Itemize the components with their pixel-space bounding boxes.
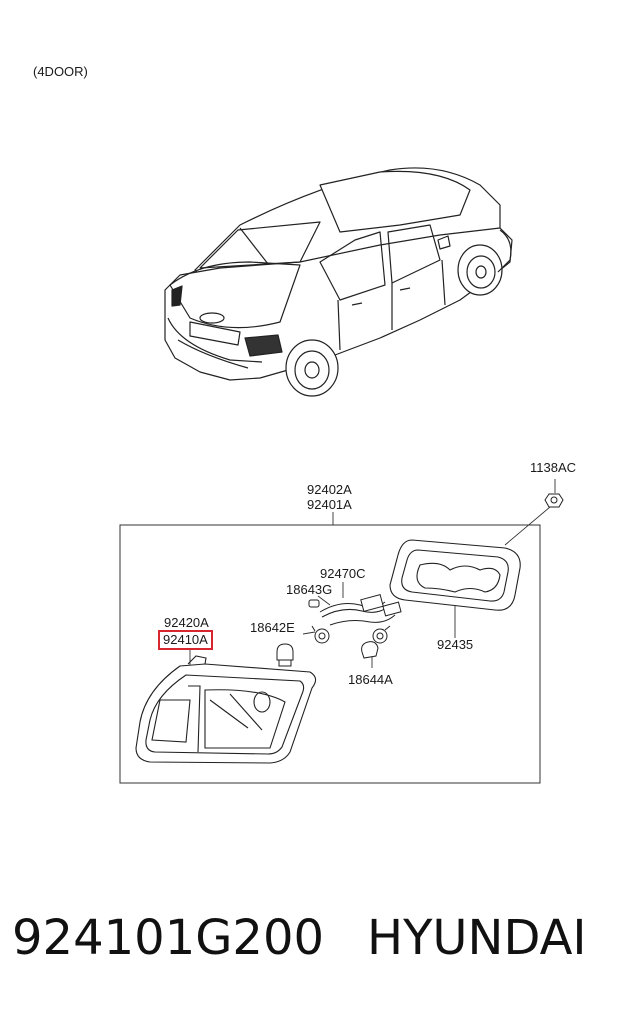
bulb-18644a-icon — [361, 641, 379, 659]
callout-92470c[interactable]: 92470C — [320, 566, 366, 581]
part-number: 924101G200 — [12, 910, 325, 966]
callout-92402a[interactable]: 92402A — [307, 482, 352, 497]
assembly-box — [119, 524, 541, 784]
wiring-harness-icon — [311, 594, 402, 644]
brand-name: HYUNDAI — [367, 910, 587, 966]
leader-lines — [189, 479, 556, 668]
variant-label: (4DOOR) — [33, 64, 88, 79]
callout-92435[interactable]: 92435 — [437, 637, 474, 652]
callout-18644a[interactable]: 18644A — [348, 672, 393, 687]
callout-18643g[interactable]: 18643G — [286, 582, 333, 597]
car-illustration — [164, 167, 513, 397]
bulb-18642e-icon — [276, 643, 294, 667]
nut-1138ac-icon — [544, 493, 564, 508]
callout-92410a-highlighted[interactable]: 92410A — [158, 630, 213, 650]
callout-1138ac[interactable]: 1138AC — [530, 460, 577, 475]
tail-lamp-housing-icon — [135, 655, 317, 764]
bulb-18643g-icon — [308, 599, 320, 608]
gasket-92435-icon — [389, 539, 521, 611]
callout-92420a[interactable]: 92420A — [164, 615, 209, 630]
callout-92401a[interactable]: 92401A — [307, 497, 352, 512]
callout-18642e[interactable]: 18642E — [250, 620, 295, 635]
